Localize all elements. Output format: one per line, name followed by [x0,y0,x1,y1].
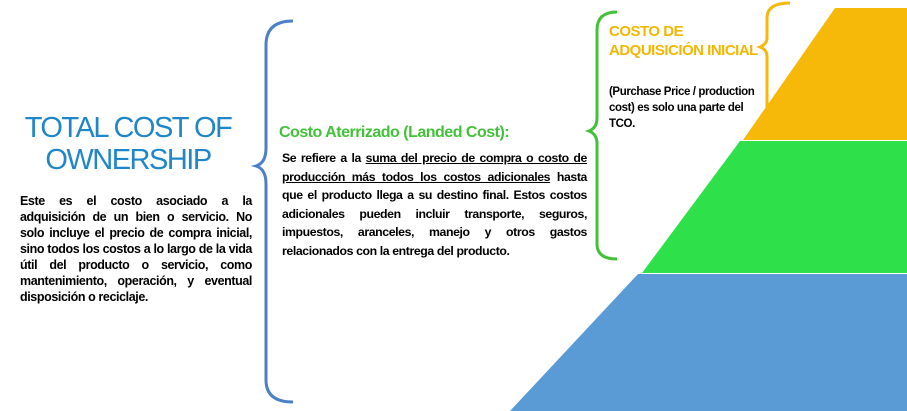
landed-cost-title: Costo Aterrizado (Landed Cost): [279,124,510,141]
pyramid-middle-band-green [642,141,907,273]
landed-cost-bracket [584,10,618,261]
landed-desc-underlined: suma del precio de compra o costo de pro… [282,151,587,184]
landed-cost-description: Se refiere a la suma del precio de compr… [282,149,587,260]
landed-desc-rest: hasta que el producto llega a su destino… [282,169,587,258]
acquisition-cost-description: (Purchase Price / production cost) es so… [609,86,755,130]
acquisition-cost-title: COSTO DE ADQUISICIÓN INICIAL [609,23,758,59]
pyramid-top-band-yellow [743,8,907,140]
pyramid-base-band-blue [510,274,907,411]
acquisition-bracket [756,1,791,129]
tco-title: TOTAL COST OF OWNERSHIP [24,112,233,176]
landed-desc-intro: Se refiere a la [282,151,366,165]
tco-description: Este es el costo asociado a la adquisici… [20,194,252,304]
tco-bracket [250,19,294,404]
